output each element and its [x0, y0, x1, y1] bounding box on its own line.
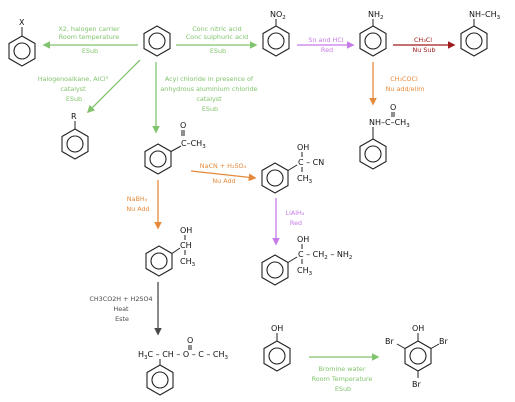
- ester-carbonyl-o: O: [187, 336, 193, 345]
- aminoalcohol-amine-subscript: 2: [349, 255, 353, 261]
- tribromophenol-molecule: OH Br Br Br: [385, 324, 448, 389]
- cyanohydrin-oh-label: OH: [297, 143, 309, 152]
- ester-molecule: O H3C – CH – O – C – CH3: [138, 336, 229, 396]
- phenylethanol-oh-label: OH: [180, 226, 192, 235]
- tribromophenol-oh-label: OH: [412, 324, 424, 333]
- lialh4-conditions: LiAlH₄ Red: [286, 209, 307, 227]
- phenylethanol-ch3-label: CH: [180, 257, 192, 266]
- cyanohydrin-conditions: NaCN + H₂SO₄ Nu Add: [200, 162, 248, 185]
- ester-chain-h-subscript: 3: [144, 355, 148, 361]
- acetanilide-molecule: NH–C–CH3 O: [359, 103, 410, 170]
- cyanohydrin-arrow: [190, 170, 257, 182]
- acylation-conditions: Acyl chloride in presence of anhydrous a…: [160, 75, 259, 113]
- alkylation-arrow: [86, 59, 141, 114]
- nitrobenzene-molecule: NO2: [262, 10, 290, 57]
- svg-text:NH2: NH2: [368, 10, 384, 21]
- nitration-conditions: Conc nitric acid Conc sulphuric acid ESu…: [186, 25, 251, 55]
- halogenation-conditions: X2, halogen carrier Room temperature ESu…: [58, 25, 121, 55]
- ester-chain-label: C – CH – O – C – CH: [148, 350, 225, 359]
- phenylethanol-molecule: OH CH CH3: [145, 226, 196, 277]
- acetanilide-chain-subscript: 3: [406, 123, 410, 129]
- acetophenone-chain-subscript: 3: [202, 144, 206, 150]
- phenol-oh-label: OH: [271, 324, 283, 333]
- ester-chain-h: H: [138, 350, 144, 359]
- cyanohydrin-ch3-subscript: 3: [309, 179, 313, 185]
- nitro-subscript: 2: [282, 15, 286, 21]
- bromine-label-right: Br: [439, 337, 448, 346]
- methylamine-subscript: 3: [497, 15, 501, 21]
- nitro-group-label: NO: [270, 10, 282, 19]
- aniline-molecule: NH2: [359, 10, 387, 57]
- amine-group-label: NH: [368, 10, 380, 19]
- svg-text:CH3: CH3: [297, 266, 313, 277]
- aminoalcohol-chain-subscript: 2: [324, 255, 328, 261]
- alkyl-substituent-label: R: [71, 112, 77, 121]
- methylamine-group-label: NH–CH: [469, 10, 497, 19]
- alkylbenzene-molecule: R: [61, 112, 89, 160]
- svg-text:CH3: CH3: [297, 174, 313, 185]
- svg-text:C–CH3: C–CH3: [181, 139, 206, 150]
- acetanilide-carbonyl-o: O: [390, 103, 396, 112]
- acetanilide-chain-label: NH–C–CH: [369, 118, 406, 127]
- aminoalcohol-amine-label: – NH: [328, 250, 349, 259]
- n-methylaniline-molecule: NH–CH3: [460, 10, 501, 57]
- cyanohydrin-molecule: OH C – CN CH3: [261, 143, 324, 194]
- bromine-label-left: Br: [385, 337, 394, 346]
- aminoalcohol-oh-label: OH: [297, 235, 309, 244]
- aminoalcohol-ch3-subscript: 3: [309, 271, 313, 277]
- cyanohydrin-ch3-label: CH: [297, 174, 309, 183]
- phenylethanol-ch3-subscript: 3: [192, 262, 196, 268]
- aminoalcohol-ch3-label: CH: [297, 266, 309, 275]
- bromine-label-bottom: Br: [412, 380, 421, 389]
- svg-text:NH–CH3: NH–CH3: [469, 10, 501, 21]
- svg-text:NO2: NO2: [270, 10, 286, 21]
- acetophenone-molecule: O C–CH3: [144, 121, 206, 175]
- acyl-amine-conditions: CH₃COCl Nu add/elim: [386, 75, 425, 93]
- ester-chain-end-subscript: 3: [225, 355, 229, 361]
- aminoalcohol-chain-label: C – CH: [298, 250, 324, 259]
- bromination-conditions: Bromine water Room Temperature ESub: [312, 365, 375, 393]
- svg-text:NH–C–CH3: NH–C–CH3: [369, 118, 410, 129]
- alkylation-conditions: Halogenoalkane, AlCl³ catalyst ESub: [38, 75, 111, 103]
- nitro-reduction-conditions: Sn and HCl Red: [308, 36, 345, 54]
- acetophenone-carbonyl-o: O: [180, 121, 186, 130]
- halobenzene-molecule: X: [8, 18, 36, 67]
- acetophenone-chain-label: C–CH: [181, 139, 202, 148]
- svg-text:C – CH2 – NH2: C – CH2 – NH2: [298, 250, 352, 261]
- nabh4-conditions: NaBH₄ Nu Add: [126, 195, 149, 213]
- phenylethanol-ch-label: CH: [180, 241, 192, 250]
- benzene-molecule: [143, 25, 171, 57]
- halogen-substituent-label: X: [19, 18, 25, 27]
- aminoalcohol-molecule: OH C – CH2 – NH2 CH3: [261, 235, 352, 286]
- svg-text:H3C – CH – O – C – CH3: H3C – CH – O – C – CH3: [138, 350, 229, 361]
- esterification-conditions: CH3CO2H + H2SO4 Heat Este: [89, 295, 154, 323]
- cyanohydrin-cn-label: C – CN: [298, 158, 324, 167]
- methylation-conditions: CH₃Cl Nu Sub: [412, 36, 435, 54]
- amine-subscript: 2: [380, 15, 384, 21]
- svg-text:CH3: CH3: [180, 257, 196, 268]
- phenol-molecule: OH: [263, 324, 291, 372]
